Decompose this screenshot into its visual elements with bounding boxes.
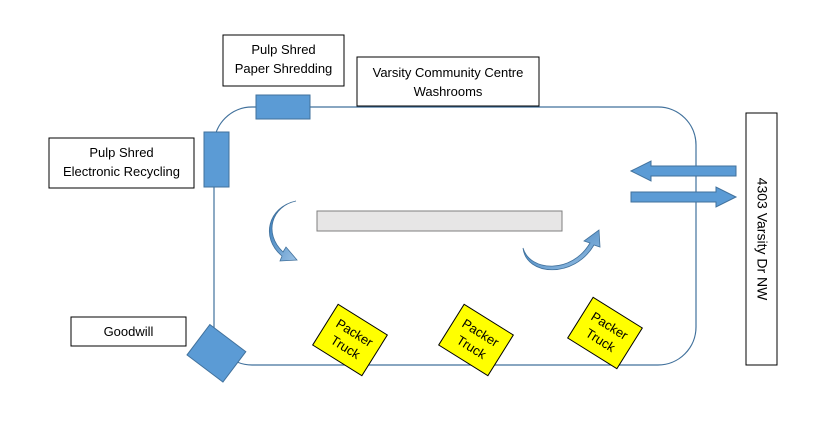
svg-text:Pulp Shred: Pulp Shred: [251, 42, 315, 57]
svg-text:4303 Varsity Dr NW: 4303 Varsity Dr NW: [754, 178, 770, 301]
street-label: 4303 Varsity Dr NW: [745, 112, 778, 366]
packer-truck: Packer Truck: [437, 303, 515, 377]
svg-text:Washrooms: Washrooms: [414, 84, 483, 99]
svg-text:Goodwill: Goodwill: [104, 324, 154, 339]
goodwill-station: [186, 323, 247, 383]
arrow-left-icon: [629, 160, 737, 182]
svg-text:Varsity Community Centre: Varsity Community Centre: [373, 65, 524, 80]
packer-truck: Packer Truck: [311, 303, 389, 377]
center-island: [316, 210, 563, 232]
paper-shredding-station: [255, 94, 311, 120]
packer-truck: Packer Truck: [566, 296, 644, 370]
arrow-right-icon: [630, 186, 738, 208]
curved-arrow-up-icon: [522, 229, 601, 270]
svg-text:Electronic Recycling: Electronic Recycling: [63, 164, 180, 179]
svg-text:Pulp Shred: Pulp Shred: [89, 145, 153, 160]
label-pulp-shred-paper: Pulp Shred Paper Shredding: [222, 34, 345, 87]
curved-arrow-down-icon: [268, 200, 298, 262]
label-community-centre: Varsity Community Centre Washrooms: [356, 56, 540, 107]
electronic-recycling-station: [203, 131, 230, 188]
svg-text:Paper Shredding: Paper Shredding: [235, 61, 333, 76]
label-goodwill: Goodwill: [70, 316, 187, 347]
label-pulp-shred-electronic: Pulp Shred Electronic Recycling: [48, 137, 195, 189]
route-loop: [213, 106, 697, 366]
